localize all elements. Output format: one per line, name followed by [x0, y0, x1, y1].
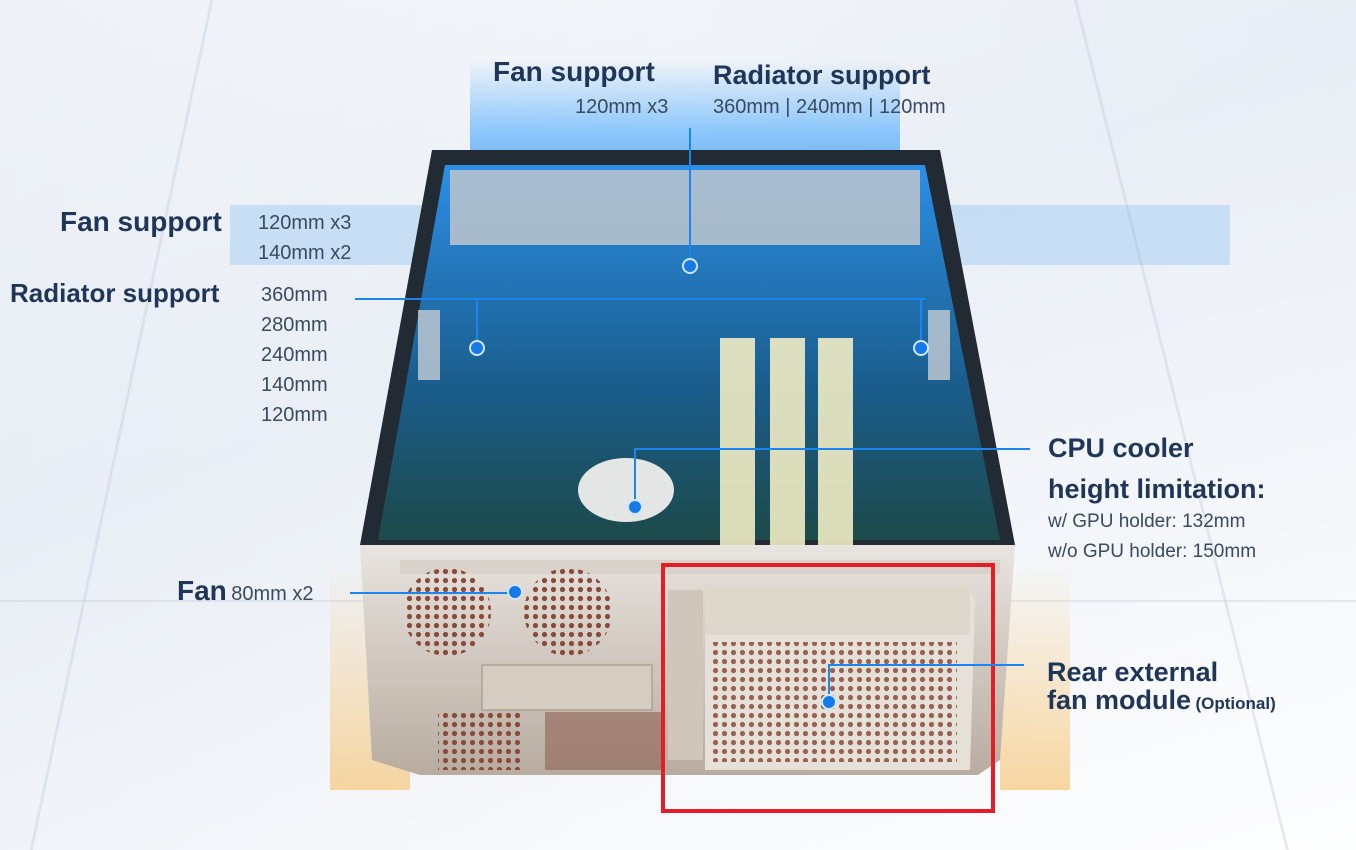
front-fan-title: Fan — [177, 575, 227, 606]
radiator-left-marker-dot — [469, 340, 485, 356]
top-fan-marker-dot — [682, 258, 698, 274]
top-fan-support-value: 120mm x3 — [575, 96, 669, 118]
front-fan-label: Fan 80mm x2 — [177, 575, 313, 607]
radiator-right-marker-dot — [913, 340, 929, 356]
left-fan-support-value-2: 140mm x2 — [258, 242, 352, 264]
left-radiator-value-3: 240mm — [261, 344, 328, 366]
rear-connector-line — [828, 664, 1024, 666]
left-radiator-support-title: Radiator support — [10, 278, 220, 308]
cpu-cooler-title-line2: height limitation: — [1048, 474, 1266, 504]
rear-module-title-line2: fan module — [1047, 685, 1192, 715]
left-fan-support-title: Fan support — [60, 206, 222, 237]
rear-module-marker-dot — [821, 694, 837, 710]
left-fan-support-value-1: 120mm x3 — [258, 212, 352, 234]
top-fan-support-title: Fan support — [493, 56, 655, 87]
cpu-connector-drop — [634, 448, 636, 508]
top-radiator-support-value: 360mm | 240mm | 120mm — [713, 96, 946, 118]
rear-module-optional-tag: (Optional) — [1195, 694, 1276, 713]
left-radiator-value-1: 360mm — [261, 284, 328, 306]
radiator-left-drop — [476, 298, 478, 348]
front-fan-value: 80mm x2 — [231, 583, 314, 605]
cpu-cooler-value-without-gpu-holder: w/o GPU holder: 150mm — [1048, 541, 1257, 562]
left-radiator-value-2: 280mm — [261, 314, 328, 336]
front-fan-marker-dot — [507, 584, 523, 600]
cpu-marker-dot — [627, 499, 643, 515]
rear-module-title-line2-row: fan module (Optional) — [1047, 685, 1276, 716]
left-radiator-value-4: 140mm — [261, 374, 328, 396]
left-radiator-value-5: 120mm — [261, 404, 328, 426]
cpu-cooler-title-line1: CPU cooler — [1048, 433, 1194, 463]
rear-fan-module-highlight — [661, 563, 995, 813]
rear-module-title-line1: Rear external — [1047, 657, 1219, 687]
cpu-connector-line — [634, 448, 1030, 450]
radiator-connector-line — [355, 298, 925, 300]
top-connector-line — [689, 128, 691, 268]
cpu-cooler-value-with-gpu-holder: w/ GPU holder: 132mm — [1048, 511, 1246, 532]
top-radiator-support-title: Radiator support — [713, 60, 931, 90]
rear-connector-drop — [828, 664, 830, 700]
front-fan-connector-line — [350, 592, 515, 594]
radiator-right-drop — [920, 298, 922, 348]
